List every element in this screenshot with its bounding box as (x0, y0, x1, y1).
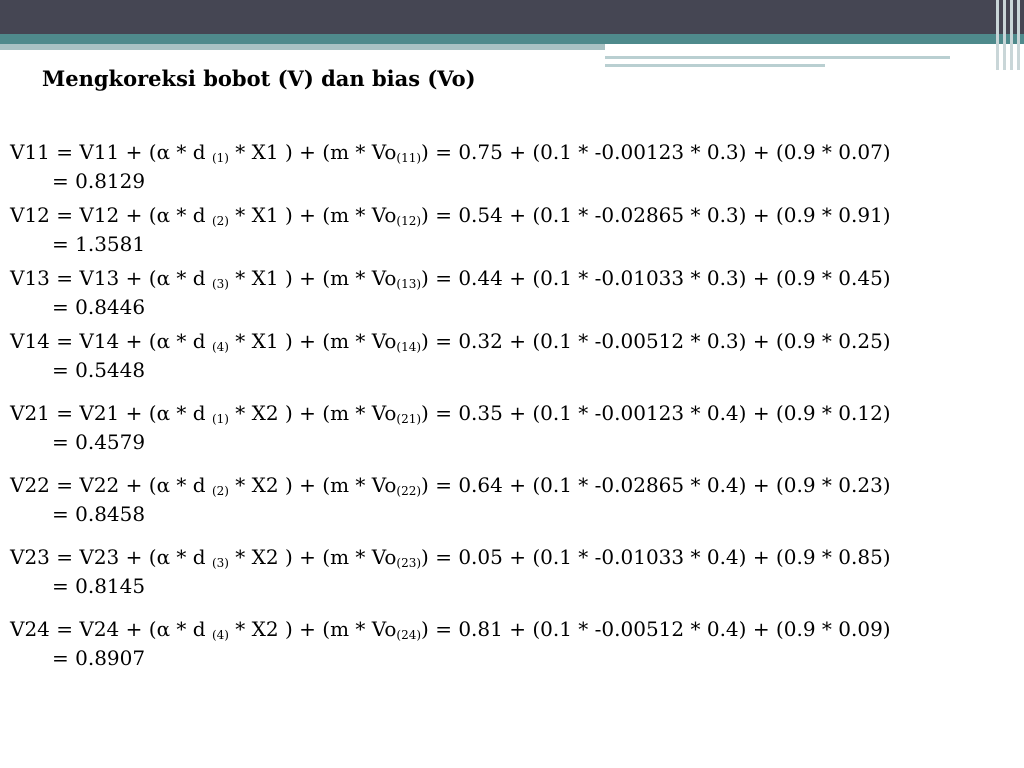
equation-formula: V23 = V23 + (α * d (3) * X2 ) + (m * Vo(… (10, 545, 891, 570)
equation-v14: V14 = V14 + (α * d (4) * X1 ) + (m * Vo(… (10, 327, 1015, 385)
equation-v13: V13 = V13 + (α * d (3) * X1 ) + (m * Vo(… (10, 264, 1015, 322)
equation-v24: V24 = V24 + (α * d (4) * X2 ) + (m * Vo(… (10, 615, 1015, 673)
equation-result: = 0.8458 (52, 502, 146, 526)
decorative-stripes (994, 0, 1024, 70)
decorative-line (605, 56, 950, 59)
decorative-line (605, 64, 825, 67)
equation-formula: V24 = V24 + (α * d (4) * X2 ) + (m * Vo(… (10, 617, 891, 642)
equation-result: = 1.3581 (52, 232, 146, 256)
equation-formula: V13 = V13 + (α * d (3) * X1 ) + (m * Vo(… (10, 266, 891, 291)
equation-v23: V23 = V23 + (α * d (3) * X2 ) + (m * Vo(… (10, 543, 1015, 601)
equation-v12: V12 = V12 + (α * d (2) * X1 ) + (m * Vo(… (10, 201, 1015, 259)
header-teal-band (0, 34, 1024, 44)
equation-formula: V14 = V14 + (α * d (4) * X1 ) + (m * Vo(… (10, 329, 891, 354)
equation-v21: V21 = V21 + (α * d (1) * X2 ) + (m * Vo(… (10, 399, 1015, 457)
equation-v11: V11 = V11 + (α * d (1) * X1 ) + (m * Vo(… (10, 138, 1015, 196)
equation-result: = 0.8129 (52, 169, 146, 193)
equation-formula: V11 = V11 + (α * d (1) * X1 ) + (m * Vo(… (10, 140, 891, 165)
equation-list: V11 = V11 + (α * d (1) * X1 ) + (m * Vo(… (10, 138, 1015, 673)
header-light-band (0, 44, 605, 50)
header-dark-band (0, 0, 1024, 34)
equation-result: = 0.4579 (52, 430, 146, 454)
equation-formula: V22 = V22 + (α * d (2) * X2 ) + (m * Vo(… (10, 473, 891, 498)
equation-result: = 0.8145 (52, 574, 146, 598)
equation-result: = 0.8446 (52, 295, 146, 319)
equation-formula: V21 = V21 + (α * d (1) * X2 ) + (m * Vo(… (10, 401, 891, 426)
equation-formula: V12 = V12 + (α * d (2) * X1 ) + (m * Vo(… (10, 203, 891, 228)
equation-result: = 0.5448 (52, 358, 146, 382)
equation-v22: V22 = V22 + (α * d (2) * X2 ) + (m * Vo(… (10, 471, 1015, 529)
slide-title: Mengkoreksi bobot (V) dan bias (Vo) (42, 66, 476, 91)
equation-result: = 0.8907 (52, 646, 146, 670)
